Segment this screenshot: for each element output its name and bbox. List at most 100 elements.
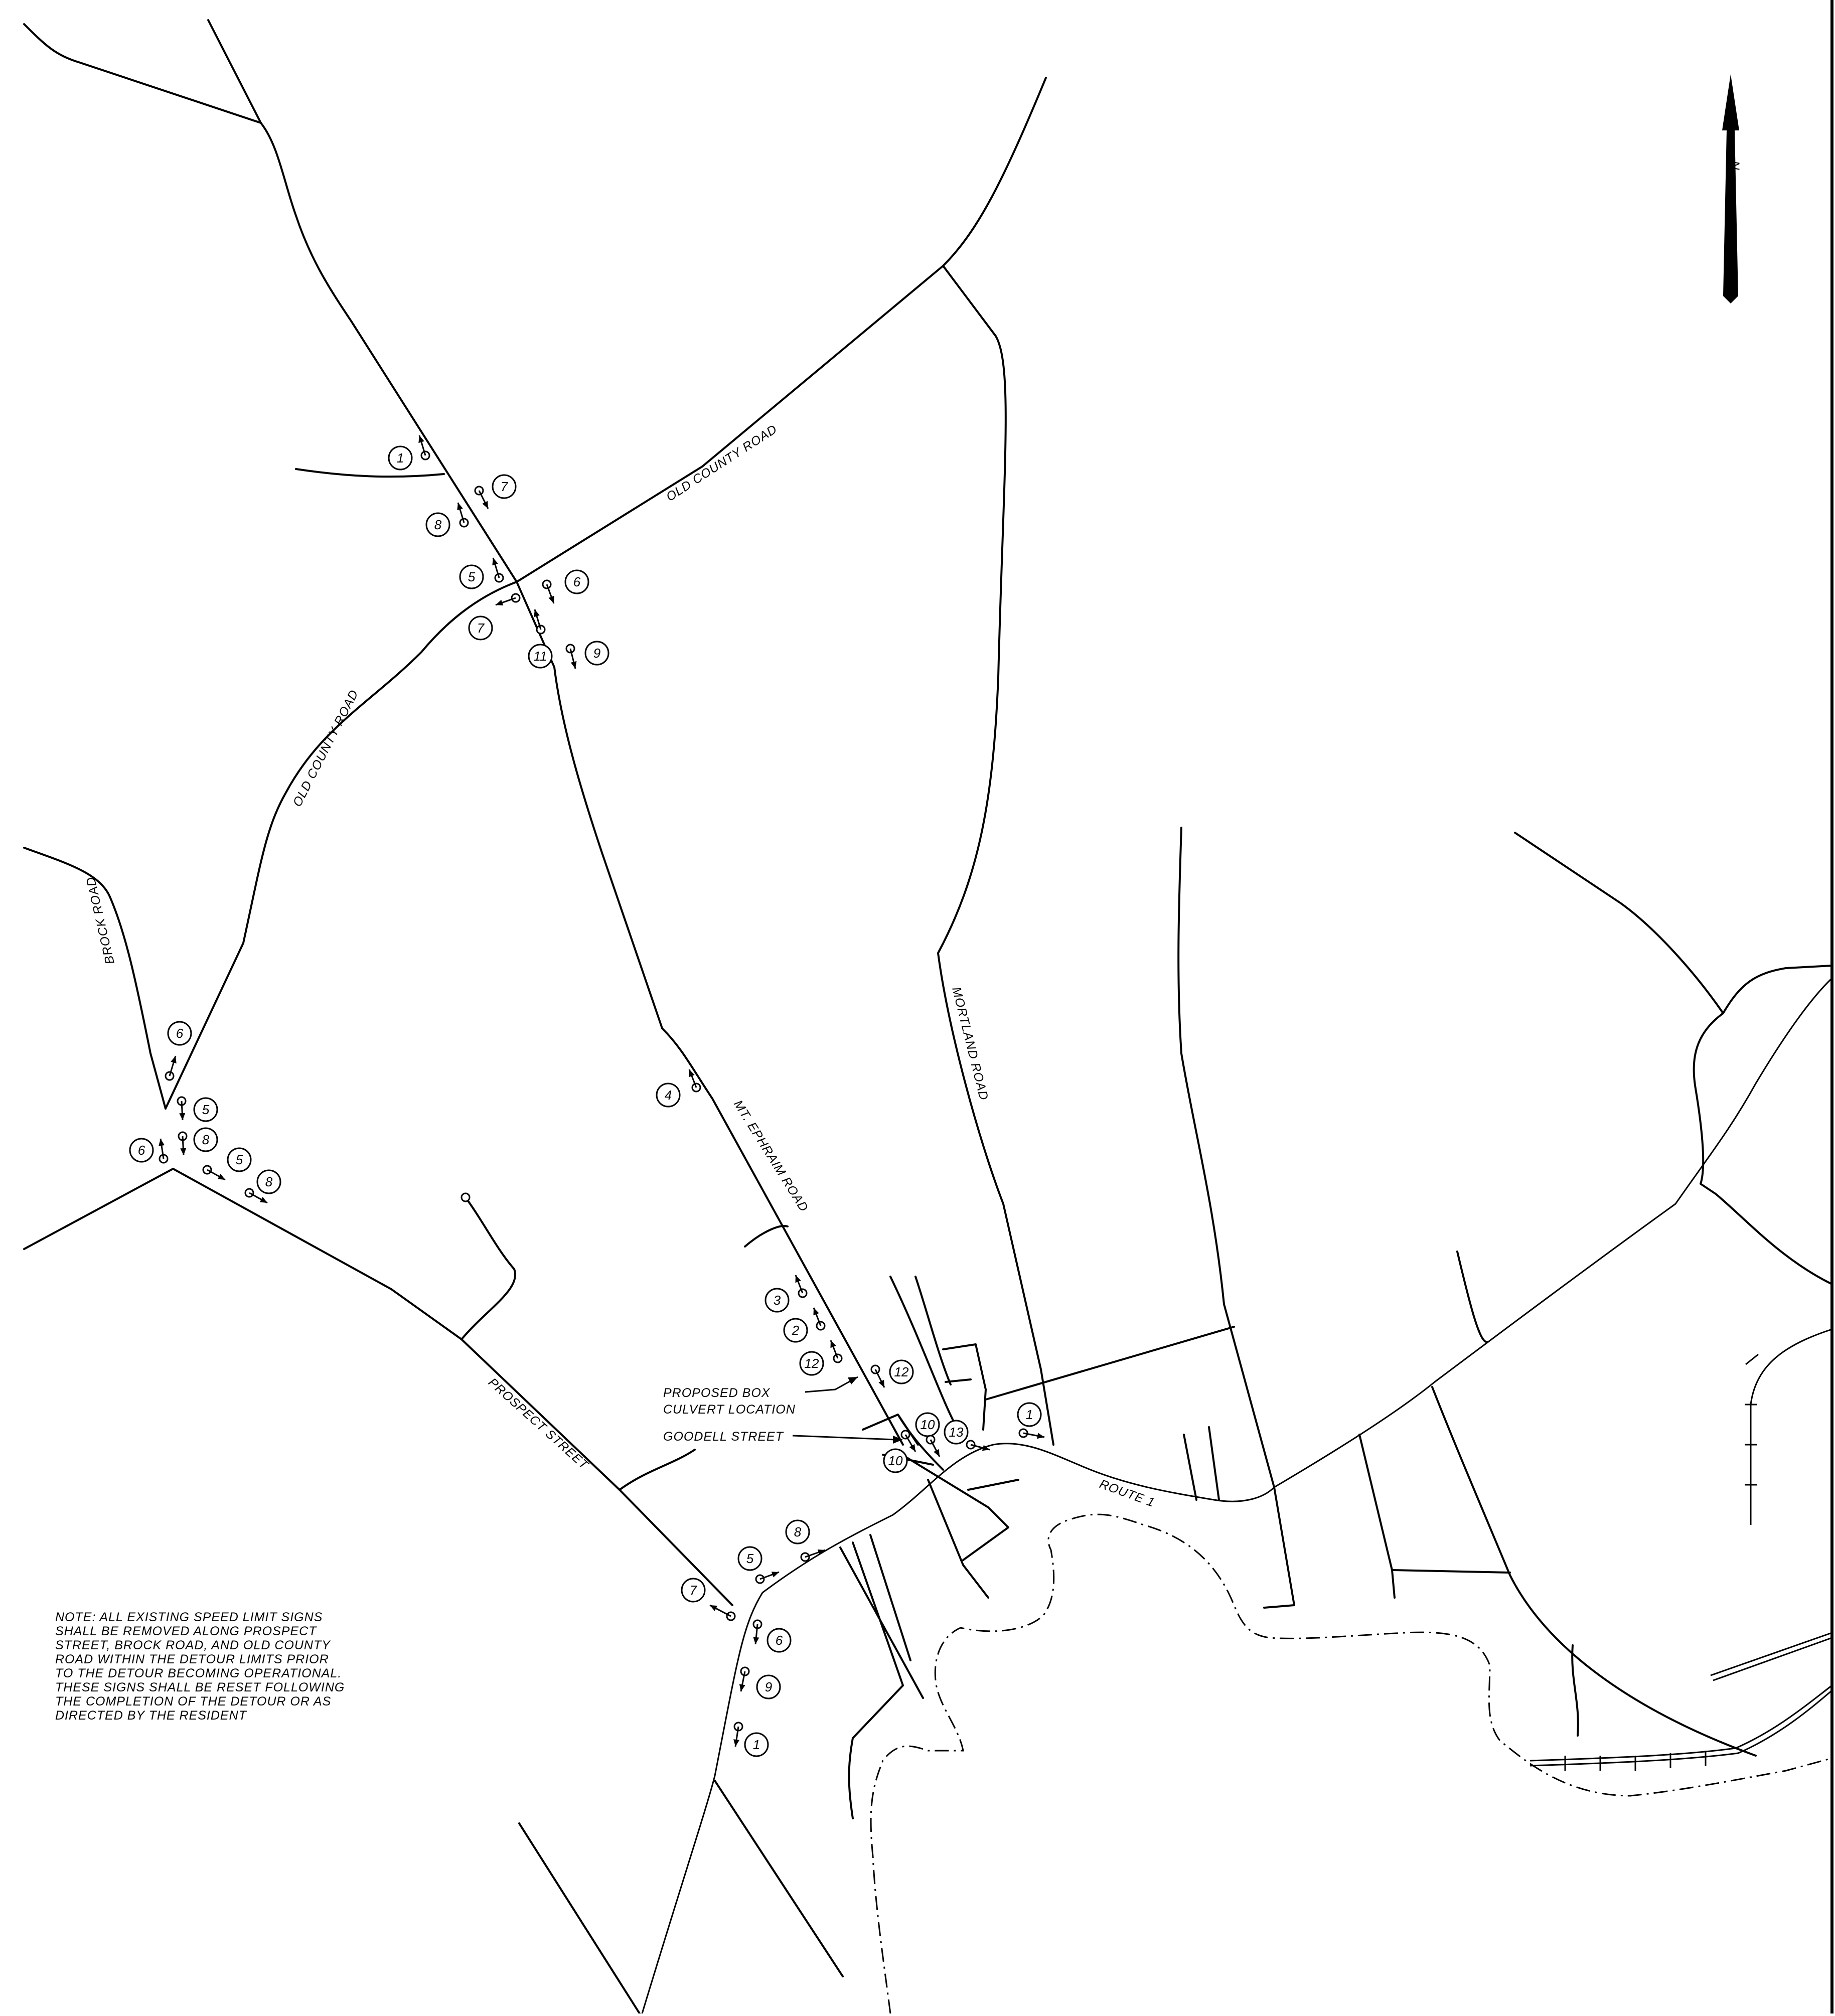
speed-sign-6: 7 xyxy=(468,593,521,641)
road-east-6 xyxy=(1571,1644,1579,1737)
sign-number: 5 xyxy=(746,1551,754,1566)
sign-direction-arrowhead xyxy=(159,1139,165,1146)
speed-sign-17: 2 xyxy=(783,1307,826,1343)
sign-direction-arrowhead xyxy=(817,1549,825,1556)
sign-number: 5 xyxy=(202,1102,210,1117)
sign-direction-arrowhead xyxy=(217,1173,225,1180)
sign-number-circle xyxy=(584,641,609,666)
sign-direction-arrowhead xyxy=(457,503,463,511)
speed-sign-23: 1 xyxy=(1017,1402,1045,1439)
culvert-leader-arrow xyxy=(848,1377,858,1384)
speed-sign-9: 6 xyxy=(165,1021,192,1081)
road-northwest-curve xyxy=(23,23,262,124)
speed-sign-4: 5 xyxy=(459,557,504,589)
sign-direction-arrowhead xyxy=(830,1340,836,1348)
speed-sign-13: 5 xyxy=(202,1147,252,1181)
sign-number-circle xyxy=(193,1097,218,1122)
sign-direction-arrowhead xyxy=(771,1572,779,1578)
sign-direction-arrowhead xyxy=(689,1069,695,1077)
road-east-ticks xyxy=(1183,1426,1220,1501)
note-line-4: ROAD WITHIN THE DETOUR LIMITS PRIOR xyxy=(55,1652,329,1666)
speed-sign-21: 10 xyxy=(915,1412,941,1457)
sign-direction-arrowhead xyxy=(813,1308,819,1316)
sign-direction-arrowhead xyxy=(171,1056,177,1064)
sign-number-circle xyxy=(468,615,493,641)
sign-number: 11 xyxy=(534,649,547,664)
sign-number-circle xyxy=(459,564,484,589)
note-line-7: THE COMPLETION OF THE DETOUR OR AS xyxy=(55,1694,331,1709)
goodell-leader-arrow xyxy=(893,1436,903,1444)
sign-number-circle xyxy=(944,1420,969,1445)
railroad-east-curve xyxy=(1750,1328,1832,1525)
speed-sign-24: 8 xyxy=(785,1519,826,1562)
sign-number: 10 xyxy=(888,1453,903,1468)
sign-number: 6 xyxy=(776,1633,783,1648)
label-goodell-street: GOODELL STREET xyxy=(663,1430,784,1444)
label-culvert-line-1: PROPOSED BOX xyxy=(663,1386,771,1400)
sign-number: 1 xyxy=(1026,1407,1033,1422)
sign-number: 10 xyxy=(921,1417,935,1432)
road-old-county-ne xyxy=(516,77,1047,583)
sign-number-circle xyxy=(737,1546,762,1571)
speed-sign-19: 12 xyxy=(870,1359,914,1388)
north-arrow: N xyxy=(1722,74,1742,303)
north-label: N xyxy=(1728,161,1742,170)
speed-sign-10: 5 xyxy=(177,1096,218,1122)
speed-sign-12: 6 xyxy=(129,1138,169,1164)
sign-number-circle xyxy=(799,1351,824,1376)
road-route1 xyxy=(641,977,1833,2014)
sign-number-circle xyxy=(883,1448,908,1473)
railroads xyxy=(1530,1328,1832,1771)
sign-number: 8 xyxy=(202,1132,210,1147)
sign-direction-arrowhead xyxy=(982,1445,990,1451)
sign-number: 6 xyxy=(176,1026,184,1041)
sign-number-circle xyxy=(764,1288,790,1313)
sign-number-circle xyxy=(889,1359,914,1384)
sign-number-circle xyxy=(767,1628,792,1653)
sign-number-circle xyxy=(756,1674,781,1699)
speed-sign-26: 7 xyxy=(681,1578,736,1621)
note-line-2: SHALL BE REMOVED ALONG PROSPECT xyxy=(55,1624,317,1638)
road-east-loop-top xyxy=(1722,965,1833,1014)
note-line-6: THESE SIGNS SHALL BE RESET FOLLOWING xyxy=(55,1680,345,1694)
speed-sign-11: 8 xyxy=(178,1127,218,1156)
sign-direction-arrowhead xyxy=(909,1444,915,1452)
label-old-county-road-ne: OLD COUNTY ROAD xyxy=(664,422,780,504)
sign-direction-arrowhead xyxy=(482,501,488,509)
label-brock-road: BROCK ROAD xyxy=(84,875,117,966)
sign-number: 7 xyxy=(501,479,509,494)
railroad-south-ties xyxy=(1564,1751,1707,1771)
shoreline xyxy=(870,1513,1832,2014)
sign-number-circle xyxy=(528,644,553,669)
road-south-diag-1 xyxy=(518,1822,641,2014)
note-line-1: NOTE: ALL EXISTING SPEED LIMIT SIGNS xyxy=(55,1610,323,1624)
road-north-main xyxy=(207,19,904,1446)
road-east-loop xyxy=(1514,832,1833,1285)
road-south-diag-2 xyxy=(714,1780,844,1977)
sign-direction-arrowhead xyxy=(418,435,424,443)
road-south-branches xyxy=(839,1534,924,1819)
sign-direction-arrowhead xyxy=(710,1605,718,1611)
sign-number-circle xyxy=(564,569,589,594)
railroad-east-curve-ties xyxy=(1745,1353,1759,1486)
railroad-south-double xyxy=(1710,1632,1832,1681)
road-east-2 xyxy=(1456,1251,1488,1343)
speed-sign-15: 4 xyxy=(656,1069,701,1108)
road-goodell-block xyxy=(862,1414,1019,1599)
label-culvert-line-2: CULVERT LOCATION xyxy=(663,1403,796,1417)
sign-number-circle xyxy=(656,1082,681,1108)
sign-number-circle xyxy=(227,1147,252,1172)
speed-sign-27: 6 xyxy=(752,1619,792,1653)
sign-direction-arrowhead xyxy=(570,661,577,669)
goodell-leader-line xyxy=(792,1435,896,1441)
speed-sign-3: 8 xyxy=(425,502,469,537)
sign-number-circle xyxy=(785,1519,810,1544)
road-prospect-spur xyxy=(461,1198,516,1340)
sign-number: 4 xyxy=(665,1088,672,1103)
sign-number: 7 xyxy=(690,1583,698,1598)
sign-number: 5 xyxy=(468,569,476,584)
road-west-short xyxy=(295,468,445,478)
sign-number-circle xyxy=(193,1127,218,1152)
